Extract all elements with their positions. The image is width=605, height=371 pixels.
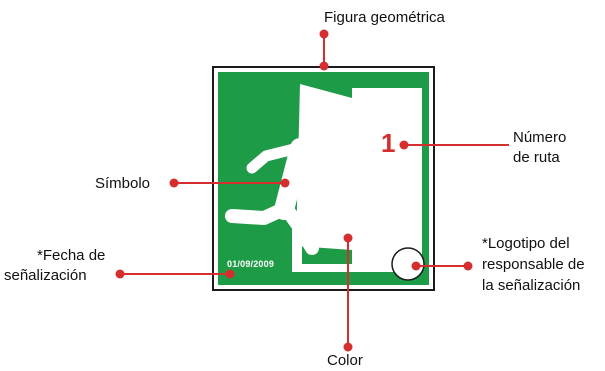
label-logotipo-line1: *Logotipo del [482, 235, 570, 252]
dot-fecha-left [115, 269, 125, 279]
dot-simbolo-right [280, 178, 290, 188]
label-fecha-line1: *Fecha de [37, 247, 106, 264]
route-number: 1 [381, 128, 396, 158]
label-numero-line1: Número [513, 129, 567, 146]
label-logotipo-line3: la señalización [482, 277, 581, 294]
label-numero-line2: de ruta [513, 149, 560, 166]
dot-color-bottom [343, 342, 353, 352]
dot-logotipo-left [411, 261, 421, 271]
dot-fecha-right [225, 269, 235, 279]
dot-figura-sign [319, 61, 329, 71]
door-icon [292, 84, 422, 272]
dot-numero [399, 140, 409, 150]
label-fecha-line2: señalización [4, 267, 87, 284]
sign-date: 01/09/2009 [227, 259, 275, 269]
dot-simbolo-left [169, 178, 179, 188]
leader-lines [120, 34, 509, 347]
label-simbolo: Símbolo [95, 175, 151, 192]
leader-dots [115, 29, 473, 352]
dot-color-top [343, 233, 353, 243]
label-logotipo-line2: responsable de [482, 256, 585, 273]
running-man-exit-icon [225, 109, 352, 255]
dot-logotipo-right [463, 261, 473, 271]
label-figura-geometrica: Figura geométrica [324, 9, 445, 26]
label-color: Color [327, 352, 363, 369]
logo-circle-icon [391, 247, 425, 281]
dot-figura [319, 29, 329, 39]
